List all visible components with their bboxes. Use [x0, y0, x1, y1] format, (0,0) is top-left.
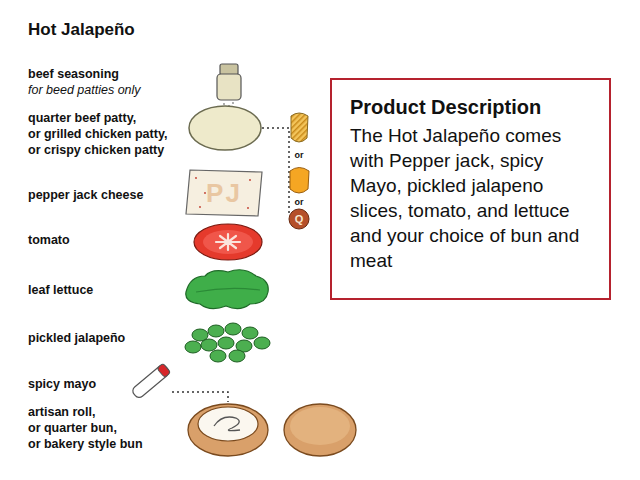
ingredient-label: or grilled chicken patty,	[28, 127, 167, 142]
tomato-slice	[194, 224, 262, 260]
description-box: Product DescriptionThe Hot Jalapeño come…	[330, 78, 611, 300]
alternate-bun	[284, 404, 356, 456]
ingredient-label: or crispy chicken patty	[28, 143, 164, 158]
cheese-letters: PJ	[206, 178, 242, 209]
ingredient-label: leaf lettuce	[28, 283, 93, 298]
ingredient-label: or quarter bun,	[28, 421, 117, 436]
beef-patty	[189, 106, 261, 150]
seasoning-shaker	[217, 64, 241, 107]
grilled-chicken-icon	[291, 113, 308, 142]
lettuce-vein	[196, 288, 260, 292]
bottom-bun	[188, 404, 268, 456]
ingredient-label: artisan roll,	[28, 405, 95, 420]
ingredient-label: pepper jack cheese	[28, 188, 143, 203]
crispy-chicken-q-icon	[289, 209, 309, 229]
ingredient-label: pickled jalapeño	[28, 331, 125, 346]
lettuce-leaf	[186, 270, 268, 309]
crispy-chicken-icon	[290, 168, 309, 194]
note-label: for beed patties only	[28, 83, 141, 98]
dotted-leader	[172, 392, 228, 402]
box-heading: Product Description	[350, 96, 591, 119]
dotted-leader	[262, 128, 289, 216]
ingredient-label: spicy mayo	[28, 377, 96, 392]
icon-letter: Q	[295, 213, 304, 225]
jalapeno-slices	[185, 323, 270, 362]
ingredient-label: tomato	[28, 233, 70, 248]
spicy-mayo-packet	[131, 363, 171, 399]
or-label: or	[295, 150, 304, 160]
ingredient-label: quarter beef patty,	[28, 111, 136, 126]
ingredient-label: beef seasoning	[28, 67, 119, 82]
diagram-title: Hot Jalapeño	[28, 20, 135, 40]
box-body: The Hot Jalapeño comes with Pepper jack,…	[350, 123, 591, 273]
ingredient-label: or bakery style bun	[28, 437, 143, 452]
pepper-jack-cheese	[186, 170, 262, 216]
or-label: or	[295, 197, 304, 207]
